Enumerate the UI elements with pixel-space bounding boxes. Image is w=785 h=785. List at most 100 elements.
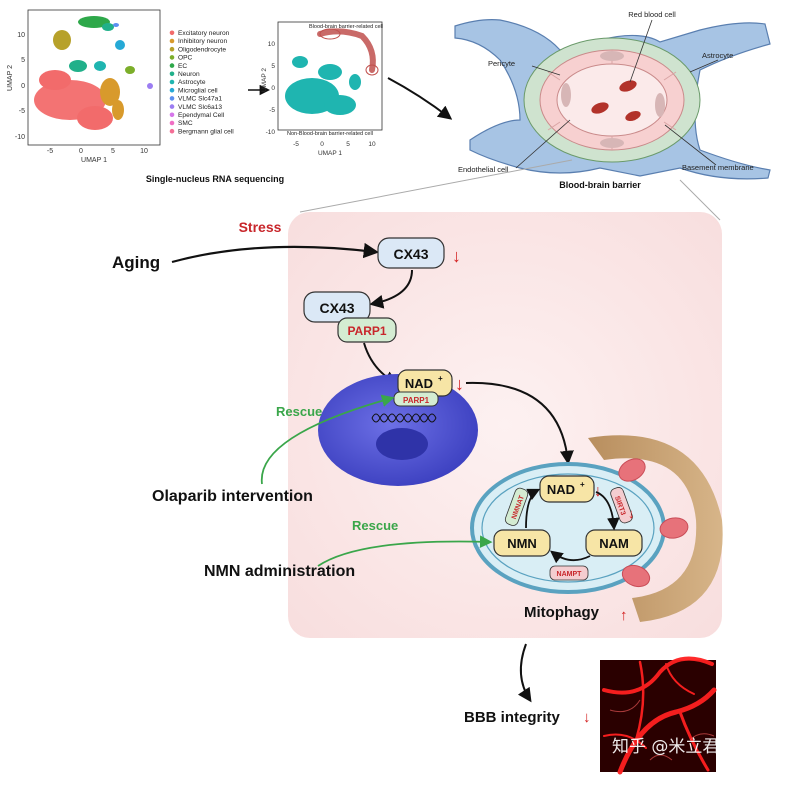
subset-bottom-label: Non-Blood-brain barrier-related cell [287,131,373,137]
vessel-micrograph [600,656,717,775]
nmn-admin-label: NMN administration [204,563,355,580]
zoom-line-right [679,179,721,221]
zoom-line-left [299,159,573,213]
svg-text:0: 0 [79,148,83,155]
nad-nucleus-down-arrow: ↓ [455,374,464,394]
svg-text:-10: -10 [15,134,25,141]
svg-text:-5: -5 [19,108,25,115]
watermark: 知乎 @米立君 [612,737,719,757]
rescue-label-2: Rescue [352,518,398,533]
svg-text:PARP1: PARP1 [347,324,386,338]
svg-text:10: 10 [268,41,276,48]
umap-xlabel: UMAP 1 [81,157,107,164]
subset-xlabel: UMAP 1 [318,150,342,157]
to-bbb-integrity-arrow [517,643,532,703]
legend-swatch [169,112,175,118]
olaparib-label: Olaparib intervention [152,488,313,505]
olaparib-rescue-arrow [260,394,395,485]
stress-label: Stress [239,219,282,235]
nad-to-mito-arrow [465,381,574,465]
legend-swatch [169,38,175,44]
umap-x-ticks: -5 0 5 10 [47,148,148,155]
label-red-blood-cell: Red blood cell [628,10,676,19]
sirt3-down-arrow: ↓ [628,506,635,521]
subset-y-ticks: 10 5 0 -5 -10 [266,41,276,136]
legend-swatch [169,46,175,52]
svg-text:10: 10 [140,148,148,155]
label-basement: Basement membrane [682,163,754,172]
legend-label: OPC [178,55,193,62]
svg-text:0: 0 [320,141,324,148]
svg-text:CX43: CX43 [393,246,428,262]
subset-to-bbb-arrow [387,77,453,120]
svg-text:5: 5 [111,148,115,155]
svg-text:PARP1: PARP1 [403,396,430,405]
aging-to-cx43-arrow [171,242,380,264]
cx43-to-complex-arrow [369,269,413,309]
svg-text:0: 0 [21,83,25,90]
bbb-integrity-label: BBB integrity [464,709,560,726]
nam-node: NAM [585,529,643,557]
svg-text:-10: -10 [266,129,276,136]
legend-label: Oligodendrocyte [178,46,226,53]
svg-text:10: 10 [368,141,376,148]
nad-mito-down-arrow: ↓ [594,483,602,500]
svg-text:5: 5 [21,57,25,64]
cx43-parp1-complex: CX43 PARP1 [303,291,397,343]
svg-text:NAM: NAM [599,536,629,551]
legend-label: VLMC Slc47a1 [178,96,222,103]
legend-swatch [169,79,175,85]
umap-clusters [34,16,153,130]
cx43-down-arrow: ↓ [452,246,461,266]
mitophagy-up-arrow: ↑ [620,607,628,624]
svg-text:5: 5 [346,141,350,148]
cx43-top-node: CX43 [377,237,445,269]
aging-label: Aging [112,253,160,272]
legend-label: Inhibitory neuron [178,38,227,45]
svg-text:5: 5 [271,63,275,70]
nmn-to-nad-arrow [525,488,541,529]
rescue-label-1: Rescue [276,404,322,419]
nad-mito-node: NAD + [539,475,595,503]
vessel-crescent [588,435,723,622]
legend-label: Bergmann glial cell [178,128,234,135]
umap-subset-plot: Blood-brain barrier-related cell Non-Blo… [261,21,383,157]
legend-label: Excitatory neuron [178,30,230,37]
svg-text:+: + [438,374,443,383]
nucleus [318,374,478,486]
umap-y-ticks: 10 5 0 -5 -10 [15,32,25,141]
svg-text:NAMPT: NAMPT [557,571,583,578]
svg-text:CX43: CX43 [319,300,354,316]
legend-label: Ependymal Cell [178,112,225,119]
legend-swatch [169,96,175,101]
umap-main-plot: -5 0 5 10 10 5 0 -5 -10 UMAP 1 UMAP 2 [7,9,161,164]
bbb-integrity-down-arrow: ↓ [583,709,591,726]
svg-text:+: + [580,480,585,489]
legend-swatch [169,87,175,93]
legend-label: SMC [178,120,193,127]
svg-text:0: 0 [271,85,275,92]
mitophagy-label: Mitophagy [524,604,600,621]
label-astrocyte: Astrocyte [702,51,733,60]
legend-swatch [169,55,175,60]
svg-text:-5: -5 [293,141,299,148]
bbb-caption: Blood-brain barrier [559,180,641,190]
nmn-node: NMN [493,529,551,557]
legend-swatch [169,30,175,36]
nad-to-nam-arrow [595,491,620,531]
label-pericyte: Pericyte [488,59,515,68]
legend-swatch [169,128,175,134]
svg-text:NMN: NMN [507,536,537,551]
svg-text:NAD: NAD [547,482,575,497]
subset-x-ticks: -5 0 5 10 [293,141,376,148]
legend-swatch [169,104,175,109]
subset-ylabel: UMAP 2 [261,68,268,92]
legend-swatch [169,71,175,77]
mitophagy-receptors [618,458,689,588]
legend-label: Neuron [178,71,200,78]
svg-text:NAD: NAD [405,376,433,391]
legend-label: Microglial cell [178,87,218,94]
legend-label: EC [178,63,187,70]
